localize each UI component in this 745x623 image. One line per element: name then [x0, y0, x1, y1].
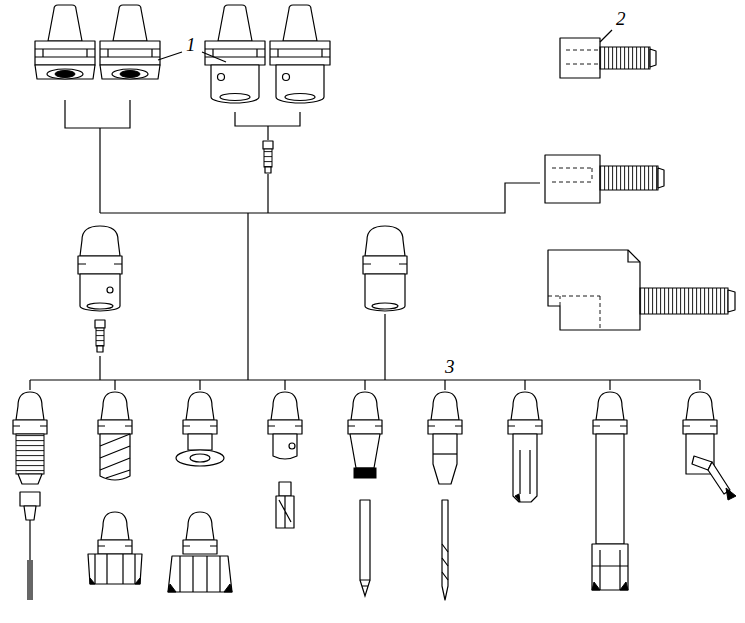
tool-holder	[100, 5, 160, 79]
cutting-tool	[90, 578, 140, 584]
turret-adapter	[560, 38, 600, 78]
cutting-tool	[168, 556, 232, 592]
adapter	[107, 287, 113, 293]
turret-adapter	[600, 47, 650, 69]
tree-line	[235, 112, 300, 213]
tree-line	[100, 314, 385, 380]
turret-adapter	[728, 290, 735, 312]
turret-adapter	[628, 250, 640, 262]
cutting-tool	[508, 392, 542, 434]
cutting-tool	[190, 454, 210, 462]
cutting-tool	[279, 482, 291, 496]
cutting-tool	[360, 500, 370, 580]
cutting-tool	[16, 434, 44, 474]
turret-adapter	[658, 168, 664, 188]
cutting-tool	[593, 392, 627, 434]
screw	[95, 320, 105, 352]
cutting-tool	[515, 494, 520, 502]
cutting-tool	[520, 450, 530, 494]
cutting-tool	[28, 520, 32, 600]
callout-number: 1	[183, 34, 199, 55]
tree-line	[100, 183, 540, 213]
tool-holder	[270, 5, 330, 103]
tree-line	[65, 100, 130, 213]
cutting-tool	[88, 554, 142, 584]
turret-adapter	[640, 288, 728, 314]
cutting-tool	[592, 582, 628, 590]
cutting-tool	[20, 492, 40, 506]
cutting-tool	[289, 443, 295, 449]
screw	[263, 141, 273, 173]
cutting-tool	[442, 544, 448, 580]
cutting-tool	[98, 392, 132, 434]
callout-number: 3	[442, 356, 458, 377]
cutting-tool	[24, 506, 36, 520]
tool-holder	[35, 5, 330, 103]
cutting-tool	[18, 474, 42, 484]
tree-line	[247, 213, 248, 380]
cutting-tool	[592, 544, 628, 590]
cutting-tool	[13, 392, 47, 434]
tree-line	[30, 100, 700, 390]
cutting-tool	[100, 434, 130, 480]
cutting-tool	[433, 453, 457, 454]
cutting-tool	[726, 488, 736, 500]
cutting-tool	[13, 392, 736, 600]
cutting-tool	[183, 512, 217, 554]
callout-number: 2	[613, 8, 629, 29]
turret-adapter	[566, 50, 600, 64]
turret-adapter	[545, 38, 735, 330]
tool-holder	[205, 5, 265, 103]
cutting-tool	[273, 434, 297, 459]
cutting-tool	[350, 434, 380, 468]
cutting-tool	[188, 434, 212, 450]
cutting-tool	[176, 450, 224, 466]
cutting-tool	[279, 496, 291, 528]
cutting-tool	[98, 512, 132, 554]
turret-adapter	[552, 168, 592, 182]
cutting-tool	[183, 392, 217, 434]
cutting-tool	[428, 392, 462, 434]
tool-holder	[35, 5, 95, 79]
cutting-tool	[513, 434, 537, 502]
leader-line	[600, 30, 612, 42]
cutting-tool	[433, 434, 457, 484]
turret-adapter	[545, 155, 600, 203]
cutting-tool	[442, 500, 448, 600]
cutting-tool	[168, 584, 232, 592]
turret-adapter	[548, 250, 640, 330]
cutting-tool	[360, 580, 370, 596]
cutting-tool	[180, 556, 220, 592]
adapter	[78, 226, 122, 311]
cutting-tool	[348, 392, 382, 434]
adapter	[363, 226, 407, 311]
cutting-tool	[683, 392, 717, 434]
cutting-tool	[268, 392, 302, 434]
cutting-tool	[276, 496, 294, 528]
turret-adapter	[600, 166, 658, 190]
turret-adapter	[650, 49, 656, 67]
cutting-tool	[354, 468, 376, 478]
cutting-tool	[100, 434, 130, 478]
tree-line	[30, 380, 700, 390]
cutting-tool	[596, 434, 624, 544]
turret-adapter	[548, 296, 600, 330]
cutting-tool	[95, 554, 135, 584]
cutting-tool	[592, 550, 628, 590]
adapter	[78, 226, 407, 311]
